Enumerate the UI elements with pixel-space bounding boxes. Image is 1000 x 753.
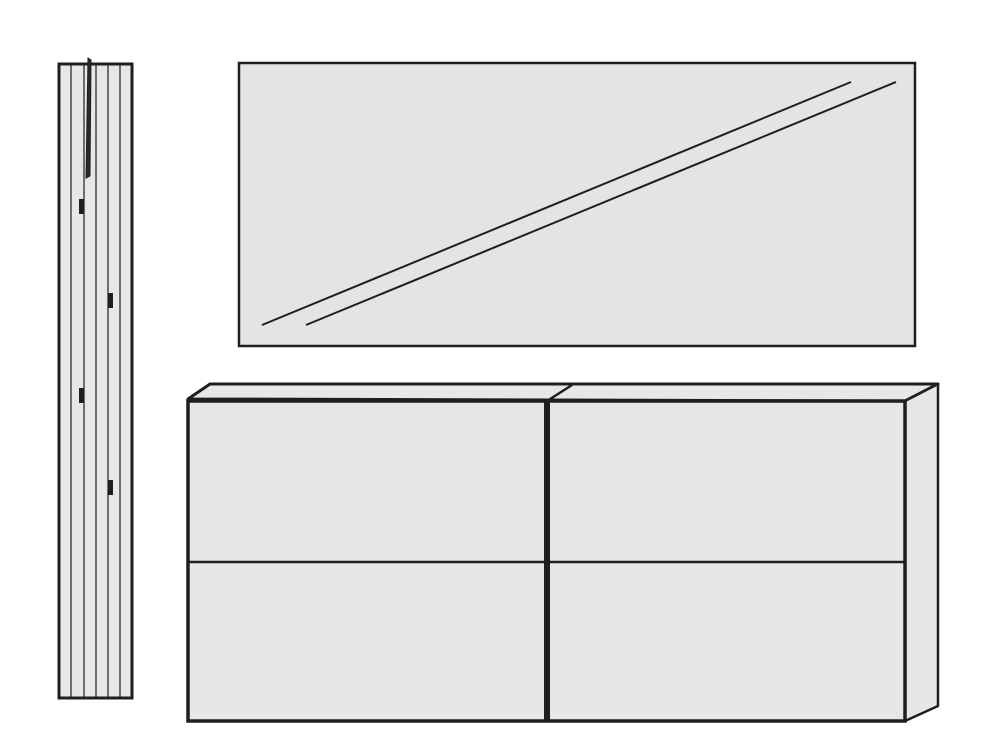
mirror-frame — [237, 61, 917, 348]
mirror-reflection-line — [261, 81, 852, 326]
sideboard-side — [903, 382, 940, 723]
coat-rack-panel — [57, 57, 134, 700]
coat-hook — [108, 293, 113, 308]
coat-rack-top-rail — [85, 57, 92, 179]
mirror-reflection-line — [305, 81, 897, 326]
wall-mirror — [237, 61, 917, 348]
sideboard — [186, 382, 940, 723]
sideboard-top — [186, 382, 940, 403]
coat-hook — [79, 199, 84, 214]
coat-hook — [108, 480, 113, 495]
sideboard-top-seam — [546, 383, 573, 403]
coat-hook — [79, 388, 84, 403]
